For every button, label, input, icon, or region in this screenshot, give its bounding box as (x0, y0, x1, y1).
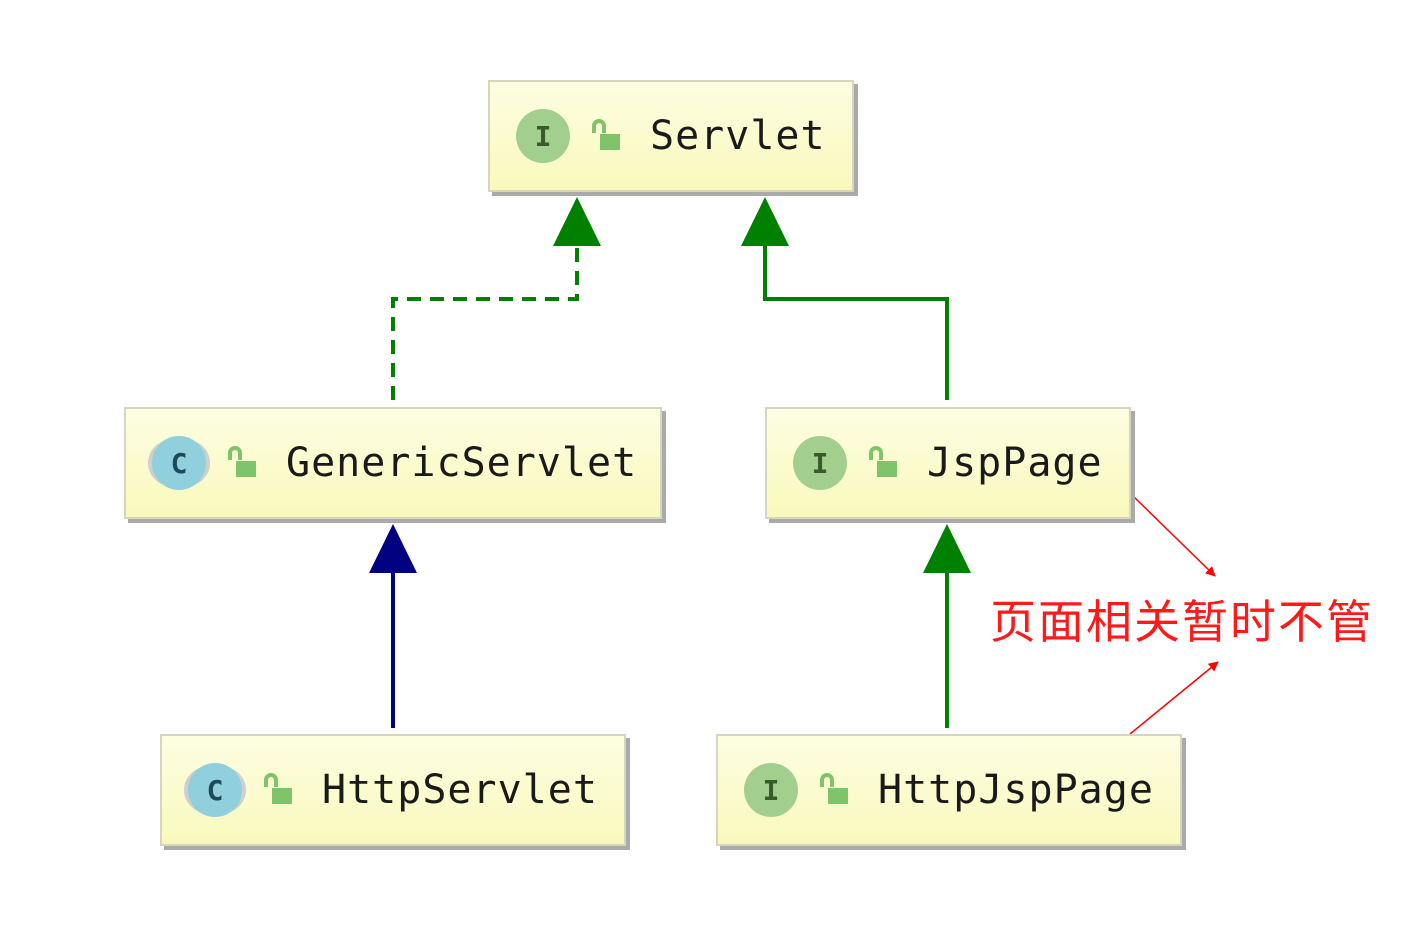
node-label: HttpServlet (322, 767, 598, 813)
node-servlet[interactable]: I Servlet (488, 80, 854, 192)
node-label: JspPage (927, 440, 1103, 486)
node-httpservlet[interactable]: C HttpServlet (160, 734, 626, 846)
interface-icon: I (516, 109, 570, 163)
annotation-arrow-from-jsppage (1133, 496, 1216, 577)
interface-icon: I (793, 436, 847, 490)
node-label: Servlet (650, 113, 826, 159)
node-httpjsppage[interactable]: I HttpJspPage (716, 734, 1182, 846)
unlocked-icon (592, 119, 620, 150)
edge-jsppage-extends-servlet (741, 197, 949, 400)
node-jsppage[interactable]: I JspPage (765, 407, 1131, 519)
node-genericservlet[interactable]: C GenericServlet (124, 407, 662, 519)
class-icon: C (188, 763, 242, 817)
unlocked-icon (228, 446, 256, 477)
node-label: HttpJspPage (878, 767, 1154, 813)
interface-icon: I (744, 763, 798, 817)
edge-httpjsppage-extends-jsppage (923, 524, 971, 728)
unlocked-icon (869, 446, 897, 477)
node-label: GenericServlet (286, 440, 638, 486)
class-icon: C (152, 436, 206, 490)
edge-genericservlet-implements-servlet (391, 197, 601, 400)
edge-httpservlet-extends-genericservlet (369, 524, 417, 728)
annotation-note: 页面相关暂时不管 (990, 595, 1374, 649)
unlocked-icon (264, 773, 292, 804)
unlocked-icon (820, 773, 848, 804)
annotation-arrow-from-httpjsppage (1129, 661, 1219, 735)
